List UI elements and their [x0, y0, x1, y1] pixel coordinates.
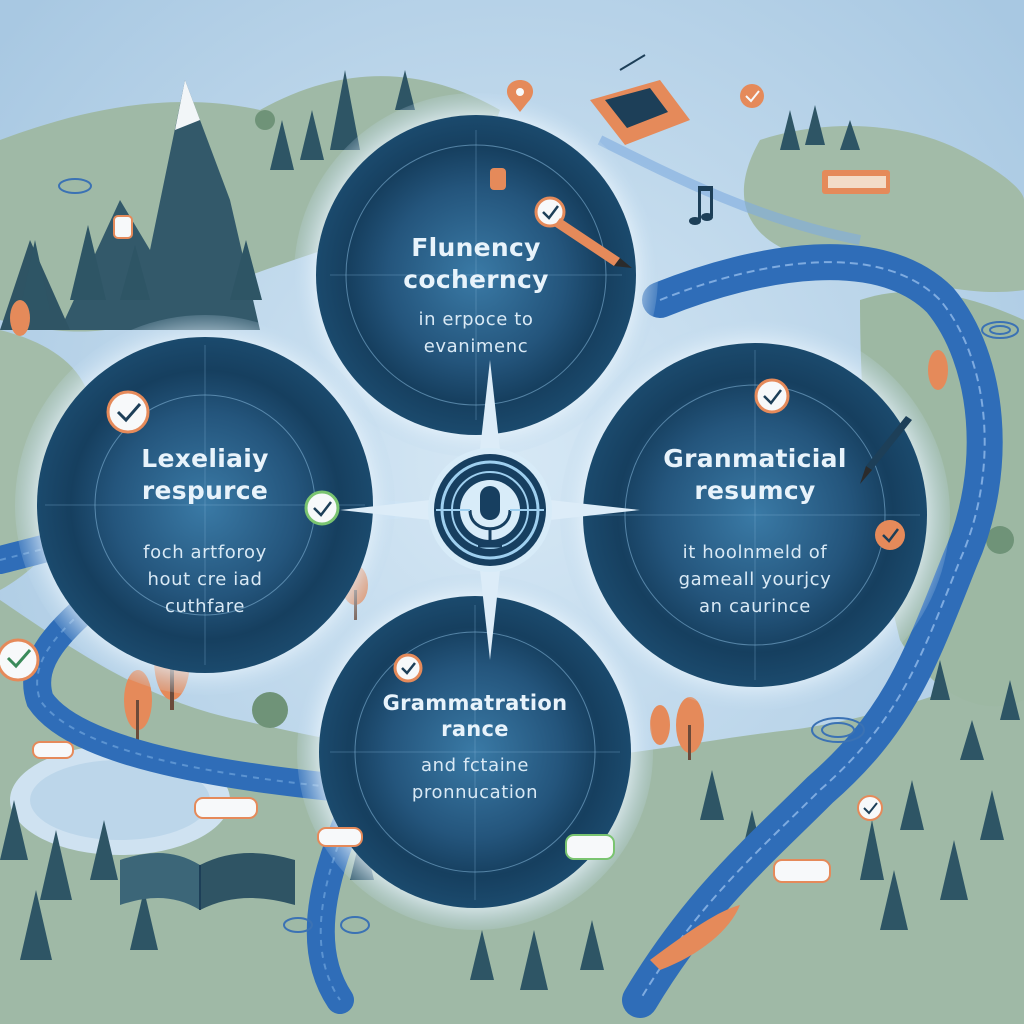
checkmark-badge-icon — [857, 795, 883, 821]
map-pin-icon — [506, 80, 534, 112]
map-tag — [32, 741, 831, 883]
checkmark-badge-icon — [304, 490, 340, 526]
checkmark-badge-icon — [0, 638, 40, 682]
boat-icon — [650, 905, 740, 970]
checkmark-badge-icon — [754, 378, 790, 414]
map-pin-icon — [113, 215, 133, 239]
music-note-icon — [689, 186, 713, 225]
boat-icon — [590, 54, 690, 145]
pencil-icon — [860, 416, 912, 484]
mountain — [60, 80, 260, 330]
circle-bottom — [297, 574, 653, 930]
pencil-icon — [554, 218, 632, 268]
microphone-icon — [428, 448, 552, 572]
map-pin-icon — [490, 168, 506, 190]
checkmark-badge-icon — [393, 653, 423, 683]
checkmark-badge-icon — [740, 84, 764, 108]
book-icon — [120, 853, 295, 910]
circle-top — [294, 93, 658, 457]
checkmark-badge-icon — [875, 520, 905, 550]
book-icon — [822, 170, 890, 194]
circle-right — [560, 320, 950, 710]
checkmark-badge-icon — [106, 390, 150, 434]
checkmark-badge-icon — [534, 196, 566, 228]
